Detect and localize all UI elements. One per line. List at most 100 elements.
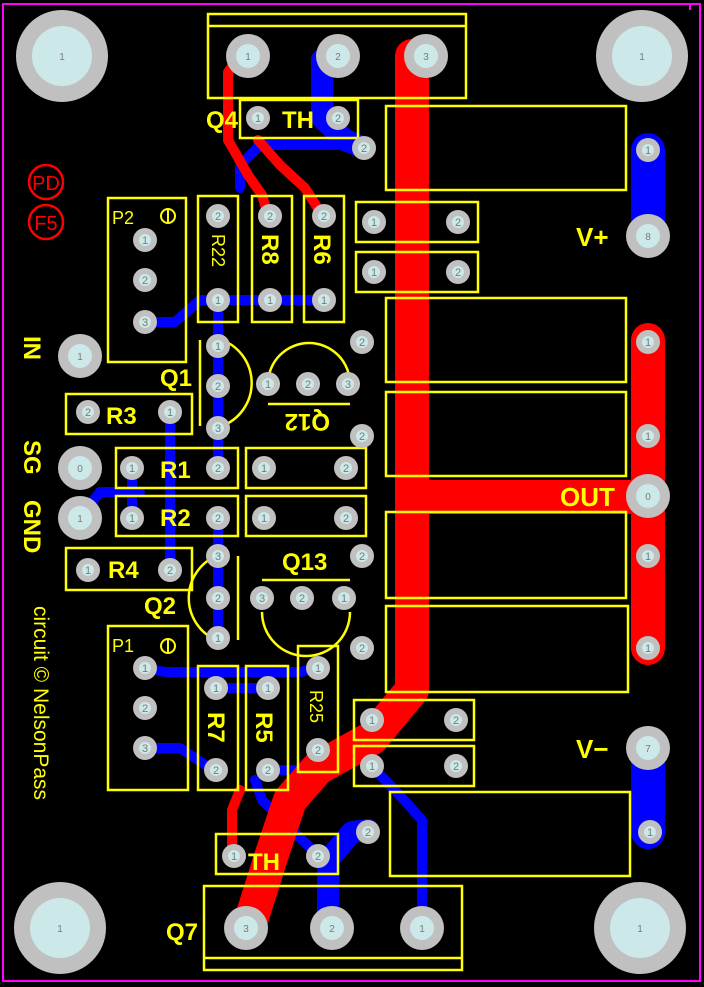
pad-r4-2-number: 2 [167, 565, 173, 577]
pad-q4-1-number: 1 [245, 52, 251, 63]
pad-p1-1-number: 1 [142, 663, 148, 675]
pad-res-b-1-number: 1 [645, 431, 651, 443]
pad-r1-2-number: 2 [215, 463, 221, 475]
pad-res-b-2: 2 [350, 424, 374, 448]
pad-c5-1: 1 [360, 708, 384, 732]
pad-q2-1-number: 1 [215, 633, 221, 645]
pad-r22-1: 1 [206, 288, 230, 312]
trimmer-polarity-icons [160, 208, 176, 654]
pad-p2-2: 2 [133, 268, 157, 292]
pad-r22-2-number: 2 [215, 211, 221, 223]
pad-q1-3-number: 3 [215, 423, 221, 435]
pad-r3-1-number: 1 [167, 407, 173, 419]
ref-q12: Q12 [285, 408, 330, 435]
pad-r3-2-number: 2 [85, 407, 91, 419]
mounting-hole-top-left: 1 [16, 10, 108, 102]
pad-r25-1: 1 [306, 656, 330, 680]
pad-q13-1: 1 [332, 586, 356, 610]
trace-r7-bot [227, 785, 245, 860]
pad-r7-1-number: 1 [213, 683, 219, 695]
ref-r22: R22 [208, 234, 228, 267]
pad-r22-1-number: 1 [215, 295, 221, 307]
label-vplus: V+ [576, 222, 609, 252]
pad-r3-1: 1 [158, 400, 182, 424]
pad-c4-2-number: 2 [343, 513, 349, 525]
pad-tht-2: 2 [326, 106, 350, 130]
pad-r4-1: 1 [76, 558, 100, 582]
pad-res-top-out1: 1 [636, 138, 660, 162]
pad-p2-2-number: 2 [142, 275, 148, 287]
pad-in-pad: 1 [58, 334, 102, 378]
pad-c6-1: 1 [360, 754, 384, 778]
pad-q1-2-number: 2 [215, 381, 221, 393]
pad-thb-2-number: 2 [315, 851, 321, 863]
pad-thb-1-number: 1 [231, 851, 237, 863]
ref-r5: R5 [250, 712, 277, 743]
pad-res-e-1: 1 [638, 820, 662, 844]
pad-r4-2: 2 [158, 558, 182, 582]
silkscreen-outlines [64, 12, 632, 972]
pad-r22-2: 2 [206, 204, 230, 228]
trace-th-top [253, 135, 350, 150]
pad-q12-3-number: 3 [345, 379, 351, 391]
trace-p1-1 [140, 663, 323, 677]
pad-c5-1-number: 1 [369, 715, 375, 727]
pad-tht-2-number: 2 [335, 113, 341, 125]
pad-res-e-1-number: 1 [647, 827, 653, 839]
ref-q2: Q2 [144, 593, 176, 620]
label-in: IN [18, 336, 45, 360]
pad-res-a-1: 1 [636, 330, 660, 354]
mounting-hole-bottom-right-number: 1 [637, 924, 643, 935]
pad-res-c-2-number: 2 [359, 551, 365, 563]
label-out: OUT [560, 482, 615, 512]
pad-p2-1-number: 1 [142, 235, 148, 247]
logo-line1: PD [32, 173, 60, 195]
ref-r6: R6 [308, 234, 335, 265]
pad-q1-1: 1 [206, 334, 230, 358]
pad-res-c-2: 2 [350, 544, 374, 568]
pad-r1-2: 2 [206, 456, 230, 480]
ref-r8: R8 [256, 234, 283, 265]
label-gnd: GND [18, 500, 45, 553]
label-sg: SG [18, 440, 45, 475]
pad-c1-1-number: 1 [371, 217, 377, 229]
ref-r25: R25 [306, 690, 326, 723]
pad-res-top-2-number: 2 [361, 143, 367, 155]
pad-p1-3: 3 [133, 736, 157, 760]
pad-c2-1: 1 [362, 260, 386, 284]
pad-sg-pad: 0 [58, 446, 102, 490]
pad-res-c-1: 1 [636, 544, 660, 568]
pad-tht-1: 1 [246, 106, 270, 130]
pad-c6-2-number: 2 [453, 761, 459, 773]
pad-r6-2-number: 2 [321, 211, 327, 223]
pad-vplus-pad: 8 [626, 214, 670, 258]
ref-r1: R1 [160, 457, 191, 484]
pad-c5-2: 2 [444, 708, 468, 732]
pad-c4-1: 1 [252, 506, 276, 530]
pad-r8-2: 2 [258, 204, 282, 228]
label-vminus: V− [576, 734, 609, 764]
pad-q13-2-number: 2 [299, 593, 305, 605]
pad-r7-1: 1 [204, 676, 228, 700]
pad-vminus-pad-number: 7 [645, 744, 651, 755]
pad-res-d-2: 2 [350, 636, 374, 660]
pad-p2-1: 1 [133, 228, 157, 252]
pad-q1-1-number: 1 [215, 341, 221, 353]
pad-q4-3-number: 3 [423, 52, 429, 63]
mounting-hole-bottom-left-number: 1 [57, 924, 63, 935]
pad-r5-2-number: 2 [265, 765, 271, 777]
pad-c3-1-number: 1 [261, 463, 267, 475]
pad-r7-2-number: 2 [213, 765, 219, 777]
pad-q1-2: 2 [206, 374, 230, 398]
pad-q13-3: 3 [250, 586, 274, 610]
pad-c3-2: 2 [334, 456, 358, 480]
top-copper-traces [223, 39, 665, 947]
pad-q1-3: 3 [206, 416, 230, 440]
pad-res-b-1: 1 [636, 424, 660, 448]
pad-c4-2: 2 [334, 506, 358, 530]
pad-res-e-2-number: 2 [365, 827, 371, 839]
pad-q7-3: 3 [224, 906, 268, 950]
ref-r7: R7 [202, 712, 229, 743]
pad-r4-1-number: 1 [85, 565, 91, 577]
